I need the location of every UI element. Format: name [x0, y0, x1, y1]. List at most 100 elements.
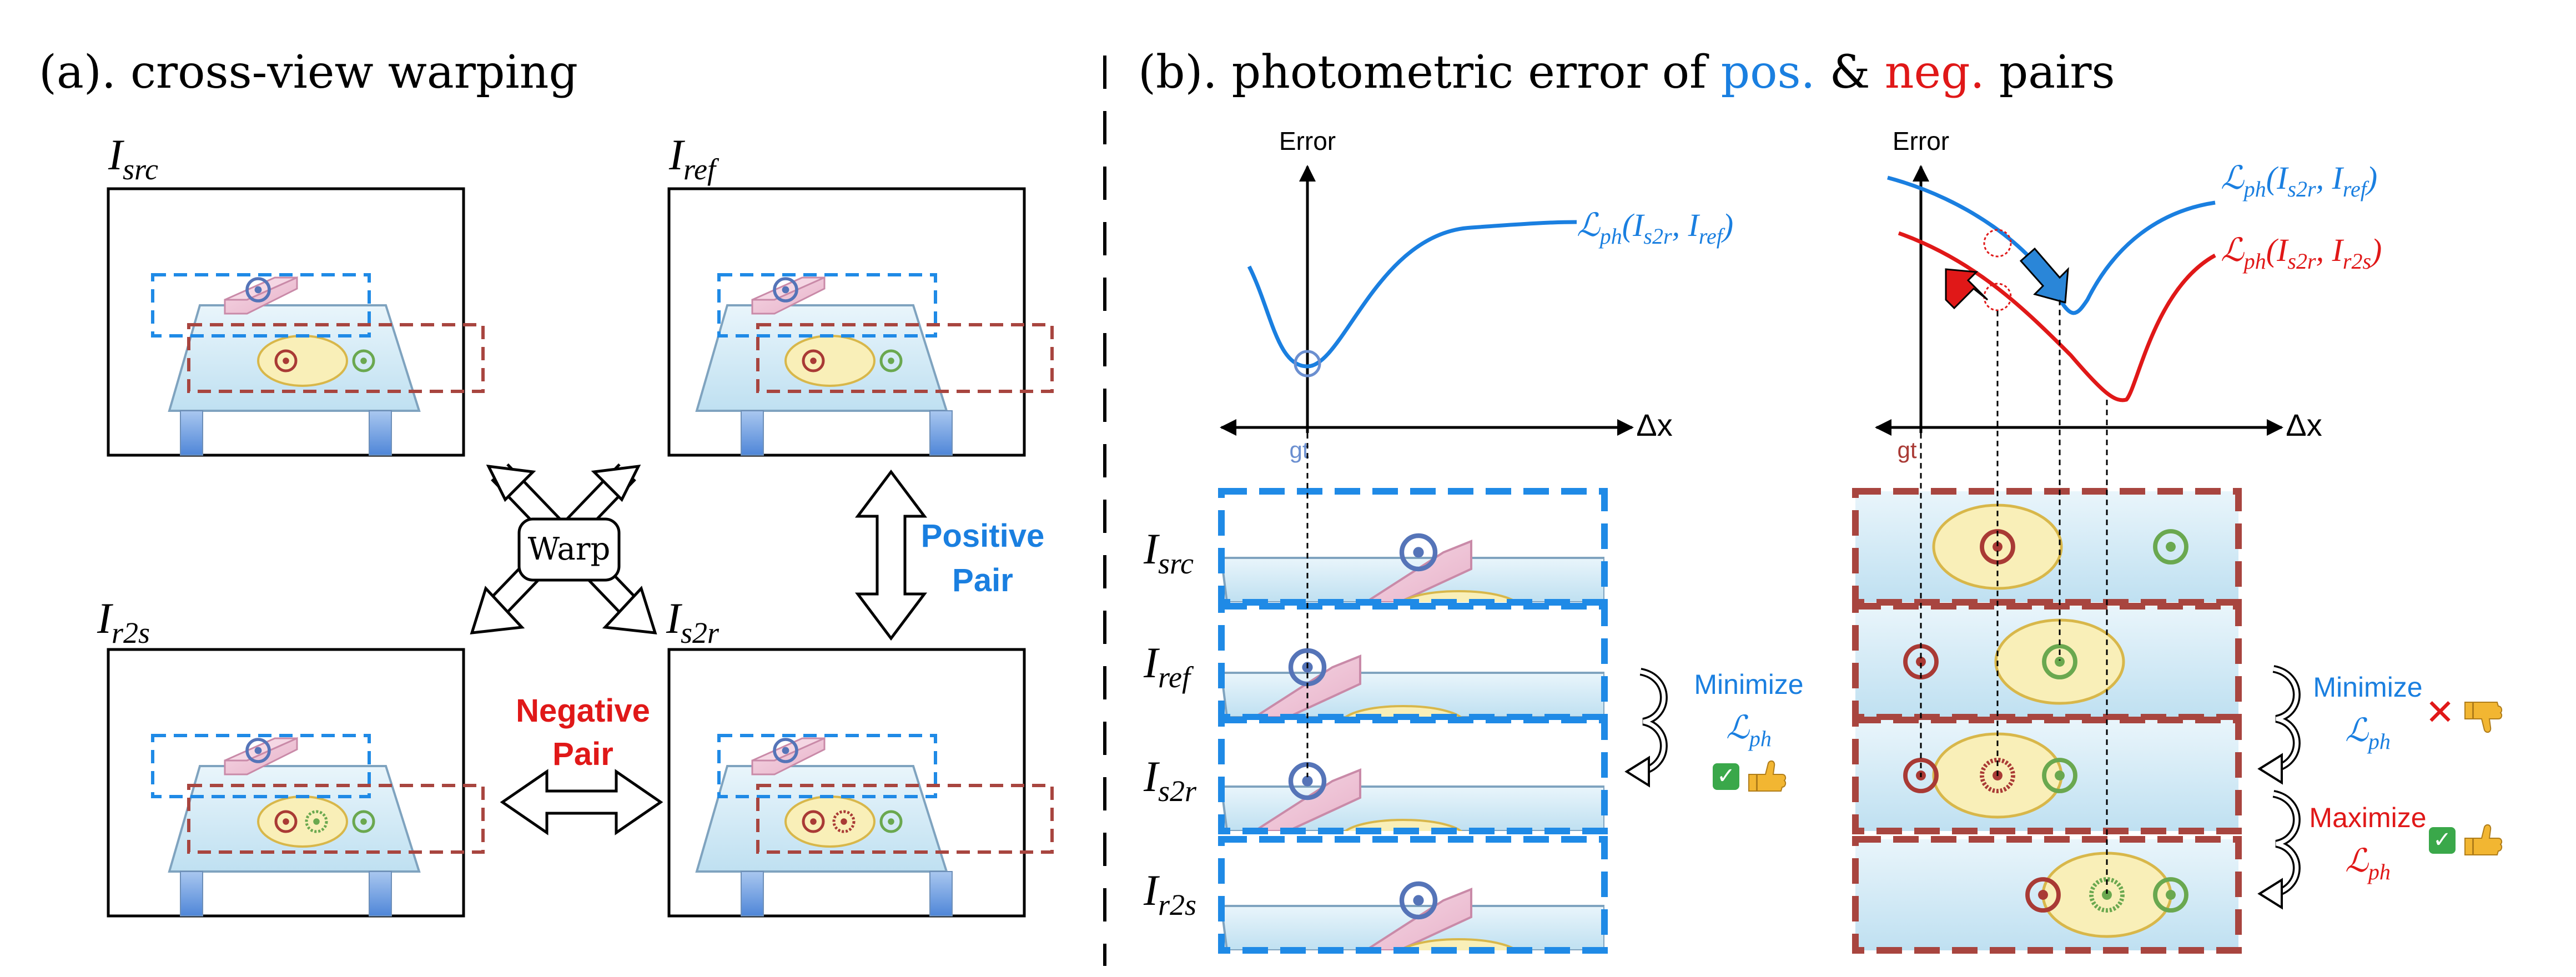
- marker-red: [274, 349, 298, 372]
- strip-content: [1221, 491, 1604, 602]
- strip-content: [1855, 720, 2238, 831]
- strip-content: [1221, 839, 1604, 950]
- label-ref: Iref: [668, 130, 720, 186]
- row-label-s2r: Is2r: [1143, 752, 1197, 808]
- strip-content: [1855, 606, 2238, 717]
- strip-marker-green: [2153, 529, 2188, 565]
- marker-blue-dot: [782, 286, 789, 294]
- loss-neg-label: ℒph(Is2r, Ir2s): [2221, 232, 2382, 274]
- strip-marker-red: [1903, 758, 1939, 793]
- marker-green: [352, 349, 375, 372]
- marker-red-dot: [810, 357, 817, 364]
- crop-strips-negative: [1852, 488, 2242, 954]
- positive-pair-label-2: Pair: [952, 562, 1013, 598]
- strip-marker-blue-dot: [1413, 895, 1424, 906]
- ellipse-object: [784, 335, 876, 387]
- chart-positive-y-label: Error: [1279, 127, 1336, 155]
- marker-green: [879, 349, 903, 372]
- row-label-ref: Iref: [1143, 638, 1194, 694]
- maximize-annotation-neg: Maximize ℒph ✓: [2257, 790, 2503, 910]
- image-src: [107, 187, 485, 457]
- descend-arrow-icon: [2019, 247, 2069, 304]
- curve-pos: [1887, 175, 2216, 315]
- marker-green-dot: [360, 357, 367, 364]
- strip-ellipse: [1399, 938, 1518, 950]
- table-leg: [369, 871, 392, 916]
- marker-warped: [832, 810, 856, 833]
- strip-content: [1221, 720, 1604, 831]
- strip-marker-green-dot: [2055, 657, 2065, 667]
- curve-neg: [1898, 231, 2216, 402]
- strip-marker-red-dot: [2038, 890, 2048, 900]
- curve-positive: [1247, 220, 1577, 369]
- box-side: [224, 737, 298, 775]
- strip-marker-green: [2042, 758, 2077, 793]
- strip-marker-green: [2042, 644, 2077, 679]
- check-icon: [1713, 763, 1739, 790]
- strip-frame: [1852, 717, 2242, 834]
- strip-marker-red: [2025, 877, 2061, 913]
- svg-text:ℒph: ℒph: [2345, 712, 2391, 754]
- strip-frame: [1852, 836, 2242, 954]
- marker-blue: [773, 277, 798, 303]
- table-leg: [929, 410, 953, 456]
- crop-box-red: [187, 323, 485, 393]
- marker-red: [802, 349, 825, 372]
- ellipse-object: [784, 795, 876, 848]
- marker-blue: [245, 738, 271, 763]
- image-ref: [667, 187, 1054, 457]
- panel-a: (a). cross-view warping Isrc Iref Ir2s I…: [39, 46, 1054, 918]
- crop-box-blue: [151, 273, 371, 338]
- label-r2s: Ir2s: [97, 594, 150, 649]
- panel-b: (b). photometric error of pos. & neg. pa…: [1138, 46, 2503, 954]
- strip-frame: [1218, 836, 1608, 954]
- table-leg: [180, 871, 203, 916]
- chart-negative: Error Δx gt ℒph(Is2r, Iref) ℒph(Is2r, Ir…: [1875, 127, 2382, 463]
- crop-box-blue: [717, 734, 937, 798]
- curve-pos-marker: [1983, 229, 2012, 258]
- marker-green: [879, 810, 903, 833]
- row-label-r2s: Ir2s: [1143, 866, 1196, 921]
- crop-box-blue: [717, 273, 937, 338]
- image-r2s: [107, 648, 485, 918]
- marker-green-dot: [888, 818, 894, 825]
- minimize-annotation-neg: Minimize ℒph ✕: [2257, 665, 2503, 785]
- svg-text:Maximize: Maximize: [2309, 802, 2426, 833]
- table-leg: [369, 410, 392, 456]
- svg-text:Minimize: Minimize: [2313, 672, 2422, 703]
- strip-content: [1855, 839, 2238, 950]
- loss-pos-label-right: ℒph(Is2r, Iref): [2221, 160, 2377, 202]
- panel-a-title: (a). cross-view warping: [39, 46, 578, 99]
- loss-positive-label: ℒph(Is2r, Iref): [1577, 207, 1733, 249]
- strip-marker-green-dot: [2166, 542, 2176, 552]
- marker-warped-dot: [841, 818, 847, 825]
- chart-negative-gt-label: gt: [1897, 437, 1916, 463]
- table-leg: [180, 410, 203, 456]
- image-s2r: [667, 648, 1054, 918]
- panel-b-title: (b). photometric error of pos. & neg. pa…: [1138, 46, 2115, 99]
- table-leg: [741, 871, 764, 916]
- strip-marker-warped: [2089, 877, 2125, 913]
- marker-warped-dot: [313, 818, 320, 825]
- strip-marker-green-dot: [2055, 770, 2065, 780]
- crop-strips-positive: [1218, 488, 1608, 954]
- strip-marker-warped-dot: [2102, 890, 2112, 900]
- svg-text:Minimize: Minimize: [1694, 669, 1803, 700]
- negative-pair-arrow: [500, 769, 663, 835]
- thumbs-up-icon: [1748, 760, 1787, 792]
- svg-text:✓: ✓: [1717, 764, 1735, 788]
- chart-positive-x-label: Δx: [1636, 407, 1672, 442]
- chart-positive-gt-label: gt: [1289, 437, 1309, 463]
- strip-content: [1221, 606, 1604, 717]
- marker-red-dot: [810, 818, 817, 825]
- warp-label-box: Warp: [517, 517, 621, 582]
- svg-text:✓: ✓: [2433, 828, 2452, 852]
- chart-positive: Error Δx gt ℒph(Is2r, Iref): [1220, 127, 1733, 463]
- strip-marker-red-dot: [1993, 542, 2003, 552]
- negative-pair-label-1: Negative: [516, 693, 650, 729]
- label-src: Isrc: [108, 130, 158, 186]
- marker-blue-dot: [254, 286, 262, 294]
- ellipse-object: [257, 795, 348, 848]
- minimize-annotation-pos: Minimize ℒph ✓: [1624, 668, 1804, 792]
